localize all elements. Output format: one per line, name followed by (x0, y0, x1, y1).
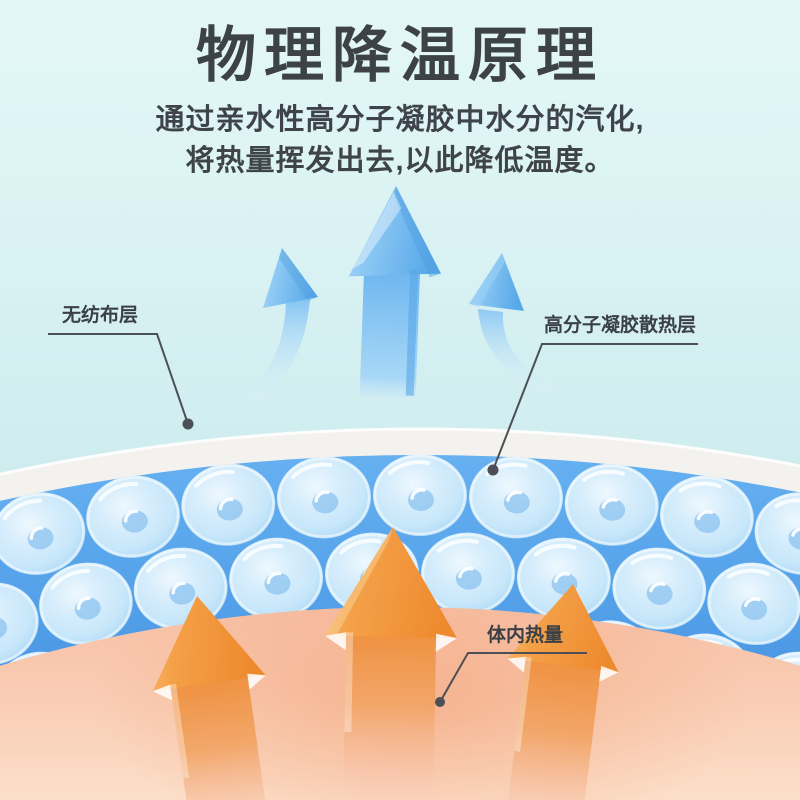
subtitle-line-1: 通过亲水性高分子凝胶中水分的汽化, (155, 104, 645, 136)
heat-arrow-left (152, 596, 272, 800)
gel-bead (371, 455, 469, 538)
vapor-arrows (242, 186, 555, 407)
label-gel-layer: 高分子凝胶散热层 (543, 315, 696, 336)
label-body-heat: 体内热量 (486, 625, 563, 646)
vapor-arrow-right (469, 253, 555, 396)
leader-dots (182, 418, 499, 707)
leader-body-heat (439, 652, 587, 703)
label-nonwoven-layer: 无纺布层 (61, 305, 138, 326)
vapor-arrow-center (348, 186, 441, 398)
page-title: 物理降温原理 (196, 22, 604, 89)
vapor-arrow-left (242, 248, 318, 407)
heat-arrows (152, 527, 619, 800)
leader-lines (48, 333, 698, 703)
subtitle-line-2: 将热量挥发出去,以此降低温度。 (185, 145, 615, 177)
page-subtitle: 通过亲水性高分子凝胶中水分的汽化, 将热量挥发出去,以此降低温度。 (0, 100, 800, 182)
heat-arrow-center (325, 527, 458, 800)
leader-nonwoven (48, 333, 189, 425)
leader-gel (492, 343, 698, 471)
heat-arrow-right (503, 584, 619, 800)
